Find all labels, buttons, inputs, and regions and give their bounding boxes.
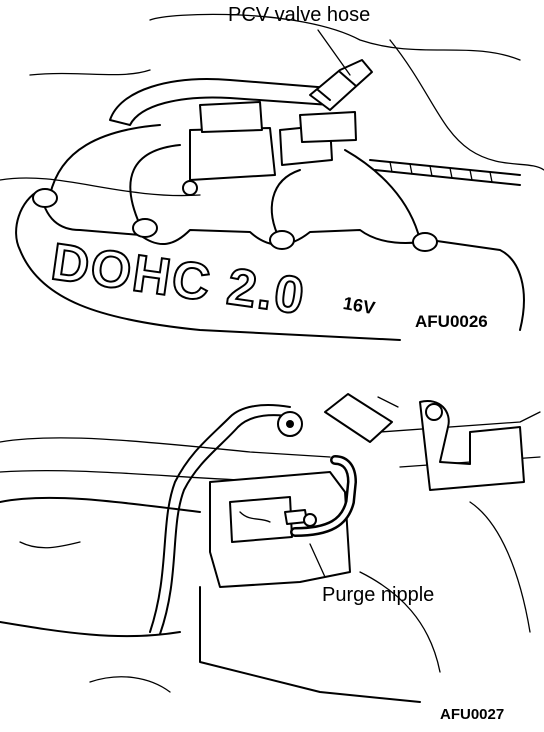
figure-code-bottom: AFU0027 (440, 706, 505, 723)
throttle-body-drawing (0, 393, 541, 703)
pcv-valve-hose-callout: PCV valve hose (228, 4, 371, 26)
pcv-hose-illustration: PCV valve hose DOHC 2.0 16V AFU0026 (0, 0, 544, 345)
engine-top-drawing (0, 13, 544, 341)
purge-nipple-callout: Purge nipple (322, 584, 435, 606)
purge-nipple-illustration: Purge nipple AFU0027 (0, 372, 544, 732)
figure-code-top: AFU0026 (415, 312, 488, 331)
